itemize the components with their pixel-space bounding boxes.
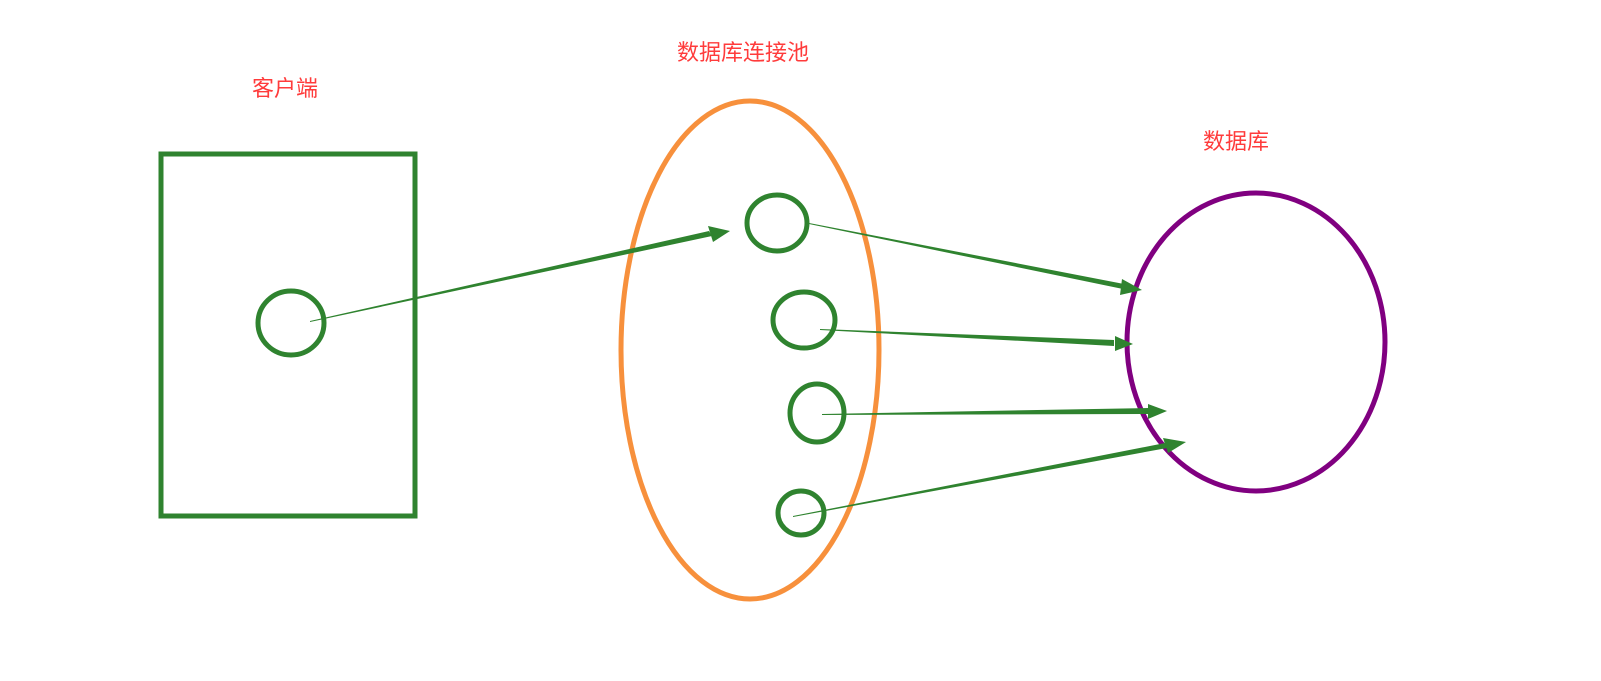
arrow-pool-1-to-db <box>809 223 1124 289</box>
database-label: 数据库 <box>1203 130 1270 155</box>
client-label: 客户端 <box>252 77 319 102</box>
client-connection-circle <box>255 288 327 358</box>
pool-connection-3 <box>787 381 847 445</box>
connection-pool-label: 数据库连接池 <box>677 41 810 66</box>
triangle-arrowhead-icon <box>1148 404 1167 419</box>
pool-connection-2 <box>770 289 838 351</box>
triangle-arrowhead-icon <box>708 226 730 242</box>
triangle-arrowhead-icon <box>1120 279 1142 295</box>
arrow-client-to-pool <box>310 231 712 322</box>
pool-connection-4 <box>775 488 827 538</box>
triangle-arrowhead-icon <box>1115 336 1133 351</box>
client-box <box>158 151 418 519</box>
pool-connection-1 <box>744 192 810 254</box>
arrow-pool-4-to-db <box>793 443 1167 517</box>
arrow-pool-3-to-db <box>822 408 1148 415</box>
triangle-arrowhead-icon <box>1163 438 1186 453</box>
arrows-group <box>310 223 1186 517</box>
pool-boundary-ellipse <box>618 98 882 602</box>
arrow-pool-2-to-db <box>820 329 1114 346</box>
